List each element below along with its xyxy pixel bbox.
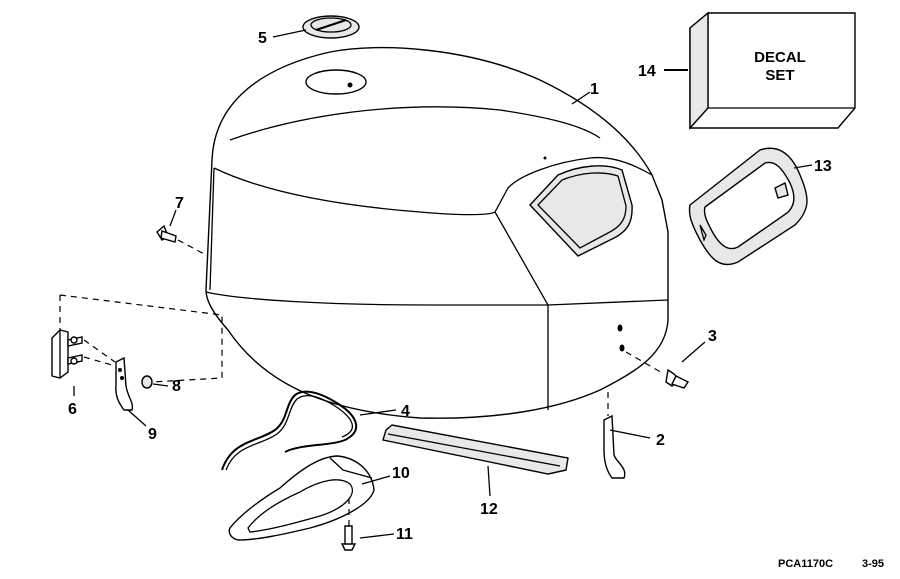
figure-date: 3-95 — [862, 558, 884, 570]
seal-4 — [221, 390, 358, 471]
nut-8 — [141, 375, 153, 389]
callout-5: 5 — [258, 30, 267, 47]
leader-7 — [169, 209, 177, 227]
callout-1: 1 — [590, 81, 599, 98]
window-trim — [688, 147, 808, 266]
leader-4 — [359, 409, 397, 416]
screw-3 — [625, 351, 690, 389]
decal-line2: SET — [765, 67, 794, 84]
callout-11: 11 — [396, 526, 413, 543]
fuel-cap — [302, 15, 360, 39]
leader-10 — [361, 475, 391, 485]
leader-1 — [571, 91, 591, 105]
leader-2 — [609, 429, 651, 439]
leader-13 — [793, 164, 813, 169]
leader-3 — [681, 341, 706, 363]
callout-9: 9 — [148, 426, 157, 443]
callout-4: 4 — [401, 403, 410, 420]
latch-9 — [115, 356, 134, 411]
leader-12 — [487, 465, 491, 497]
leader-11 — [359, 533, 395, 539]
engine-cover — [205, 46, 669, 419]
callout-6: 6 — [68, 401, 77, 418]
screw-7 — [156, 224, 207, 256]
callout-12: 12 — [480, 501, 498, 518]
leader-8 — [152, 383, 169, 387]
leader-9 — [127, 409, 147, 427]
callout-8: 8 — [172, 378, 181, 395]
callout-10: 10 — [392, 465, 410, 482]
seal-10 — [228, 455, 375, 541]
figure-code: PCA1170C — [778, 558, 833, 570]
leader-5 — [272, 29, 307, 38]
decal-line1: DECAL — [754, 49, 806, 66]
bracket-6 — [51, 329, 83, 379]
callout-7: 7 — [175, 195, 184, 212]
screw-11 — [340, 498, 357, 551]
callout-3: 3 — [708, 328, 717, 345]
latch-hook-2 — [603, 392, 626, 479]
callout-2: 2 — [656, 432, 665, 449]
callout-14: 14 — [638, 63, 656, 80]
callout-13: 13 — [814, 158, 832, 175]
rail-12 — [382, 424, 569, 475]
decal-set-box: DECAL SET — [689, 11, 856, 130]
